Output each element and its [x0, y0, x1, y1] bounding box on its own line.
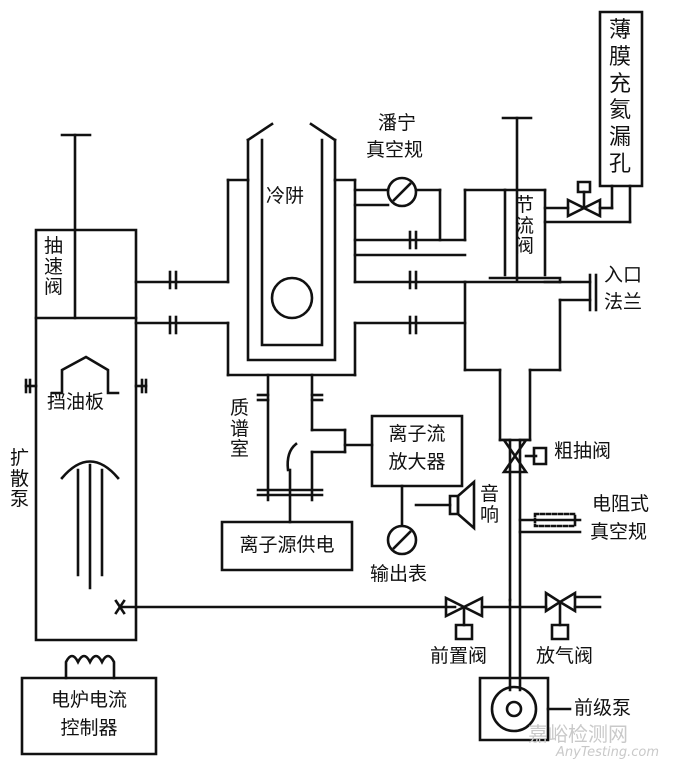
output-meter — [388, 486, 450, 554]
diffusion-pump-body — [26, 135, 146, 640]
resistance-gauge — [520, 514, 580, 532]
fore-valve-label: 前置阀 — [430, 645, 488, 667]
leak-valve — [545, 12, 642, 222]
roughing-valve-label: 粗抽阀 — [554, 440, 612, 462]
penning-gauge-label-line2: 真空规 — [366, 139, 424, 161]
oil-baffle-label: 挡油板 — [47, 391, 105, 413]
ion-amplifier-label-line2: 放大器 — [388, 451, 446, 473]
heater-coil — [66, 656, 114, 678]
throttle-valve-label: 节流阀 — [515, 194, 535, 258]
furnace-controller-label-line1: 电炉电流 — [50, 689, 127, 711]
inlet-flange-label-line2: 法兰 — [604, 291, 643, 313]
backing-pump — [480, 678, 570, 740]
speed-valve-label: 抽速阀 — [44, 235, 64, 299]
penning-gauge-label-line1: 潘宁 — [378, 112, 417, 134]
mass-spec-chamber — [258, 375, 372, 522]
pipe-flanges — [170, 232, 416, 400]
ion-source-power-label: 离子源供电 — [239, 534, 335, 556]
resistance-gauge-label-line2: 真空规 — [590, 521, 648, 543]
penning-gauge-dial — [388, 178, 416, 206]
furnace-controller-box — [22, 678, 156, 754]
throttle-valve-assembly — [465, 118, 596, 370]
cold-trap-label: 冷阱 — [266, 185, 305, 207]
fore-line — [116, 593, 600, 639]
cold-trap — [248, 124, 335, 360]
ion-amplifier-label-line1: 离子流 — [388, 423, 446, 445]
penning-gauge-line — [355, 190, 505, 255]
speaker-label: 音响 — [480, 483, 500, 526]
ion-amplifier-box — [372, 416, 462, 486]
watermark-cn: 嘉峪检测网 — [528, 722, 628, 746]
ion-source-box — [222, 522, 352, 570]
backing-pump-label: 前级泵 — [574, 697, 632, 719]
vent-valve-label: 放气阀 — [536, 645, 594, 667]
watermark-en: AnyTesting.com — [556, 745, 660, 760]
furnace-controller-label-line2: 控制器 — [60, 717, 118, 739]
thin-film-leak-label: 薄膜充氦漏孔 — [609, 18, 632, 178]
inlet-flange-label-line1: 入口 — [604, 264, 643, 286]
roughing-line — [500, 370, 546, 690]
output-meter-label: 输出表 — [370, 563, 428, 585]
speaker-symbol — [450, 482, 474, 528]
resistance-gauge-label-line1: 电阻式 — [592, 493, 650, 515]
diffusion-pump-label: 扩散泵 — [10, 447, 30, 511]
mass-spec-chamber-label: 质谱室 — [230, 397, 250, 461]
